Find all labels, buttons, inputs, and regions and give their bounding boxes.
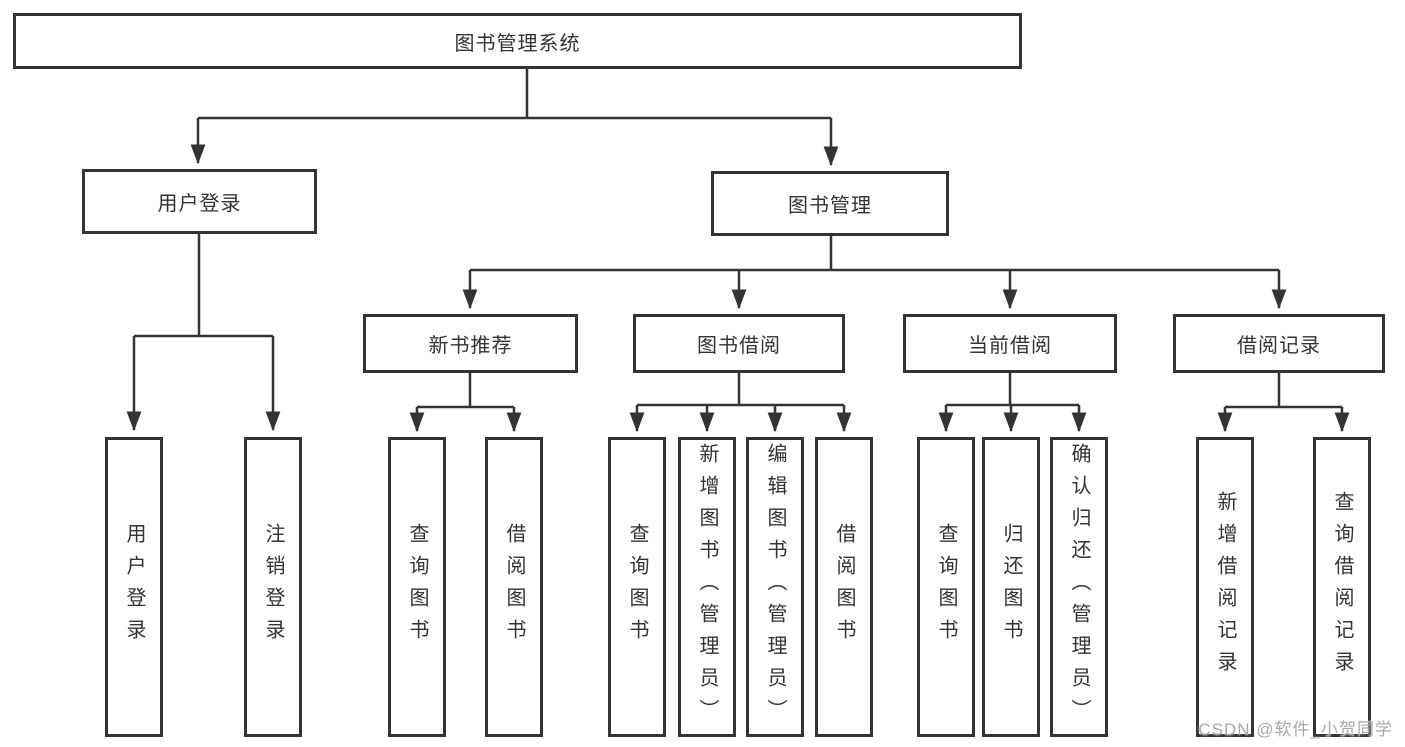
connector-mgmt-trunk [470, 236, 1279, 272]
leaf-label: 新增图书（管理员） [696, 443, 718, 731]
node-label: 图书管理系统 [454, 32, 581, 55]
node-label: 图书管理 [788, 195, 872, 217]
node-book-management: 图书管理 [711, 171, 949, 236]
leaf-edit-book-admin: 编辑图书（管理员） [746, 437, 804, 737]
node-label: 图书借阅 [697, 335, 781, 357]
leaf-add-book-admin: 新增图书（管理员） [678, 437, 736, 737]
leaf-query-borrow-record: 查询借阅记录 [1313, 437, 1371, 737]
node-current-borrow: 当前借阅 [903, 314, 1117, 373]
leaf-logout: 注销登录 [244, 437, 302, 737]
node-label: 借阅记录 [1237, 335, 1321, 357]
leaf-label: 借阅图书 [833, 523, 855, 651]
leaf-label: 注销登录 [262, 523, 284, 651]
node-borrow-records: 借阅记录 [1173, 314, 1385, 373]
leaf-query-books-borrow: 查询图书 [608, 437, 666, 737]
leaf-label: 新增借阅记录 [1214, 491, 1236, 683]
leaf-query-books-current: 查询图书 [917, 437, 975, 737]
leaf-label: 编辑图书（管理员） [764, 443, 786, 731]
node-label: 当前借阅 [968, 335, 1052, 357]
connector-borrow-trunk [637, 373, 844, 407]
leaf-label: 借阅图书 [503, 523, 525, 651]
node-user-login: 用户登录 [82, 169, 317, 234]
connector-current-trunk [946, 373, 1079, 407]
leaf-confirm-return-admin: 确认归还（管理员） [1050, 437, 1108, 737]
connector-newbook-trunk [417, 373, 514, 409]
node-label: 用户登录 [157, 193, 242, 215]
leaf-label: 查询图书 [935, 523, 957, 651]
node-library-system: 图书管理系统 [13, 13, 1022, 69]
leaf-label: 用户登录 [123, 523, 145, 651]
leaf-borrow-books: 借阅图书 [815, 437, 873, 737]
leaf-return-book: 归还图书 [982, 437, 1040, 737]
leaf-query-books-recommend: 查询图书 [388, 437, 446, 737]
leaf-label: 查询图书 [406, 523, 428, 651]
connector-root-trunk [198, 69, 831, 120]
connector-records-trunk [1225, 373, 1342, 409]
csdn-watermark: CSDN @软件_小贺同学 [1198, 720, 1393, 739]
node-label: 新书推荐 [428, 335, 513, 357]
leaf-add-borrow-record: 新增借阅记录 [1196, 437, 1254, 737]
leaf-borrow-books-recommend: 借阅图书 [485, 437, 543, 737]
leaf-label: 归还图书 [1000, 523, 1022, 651]
leaf-label: 查询借阅记录 [1331, 491, 1353, 683]
leaf-user-login: 用户登录 [105, 437, 163, 737]
node-book-borrow: 图书借阅 [633, 314, 845, 373]
node-new-book-recommend: 新书推荐 [363, 314, 578, 373]
connector-user-trunk [134, 234, 273, 338]
leaf-label: 确认归还（管理员） [1068, 443, 1090, 731]
leaf-label: 查询图书 [626, 523, 648, 651]
